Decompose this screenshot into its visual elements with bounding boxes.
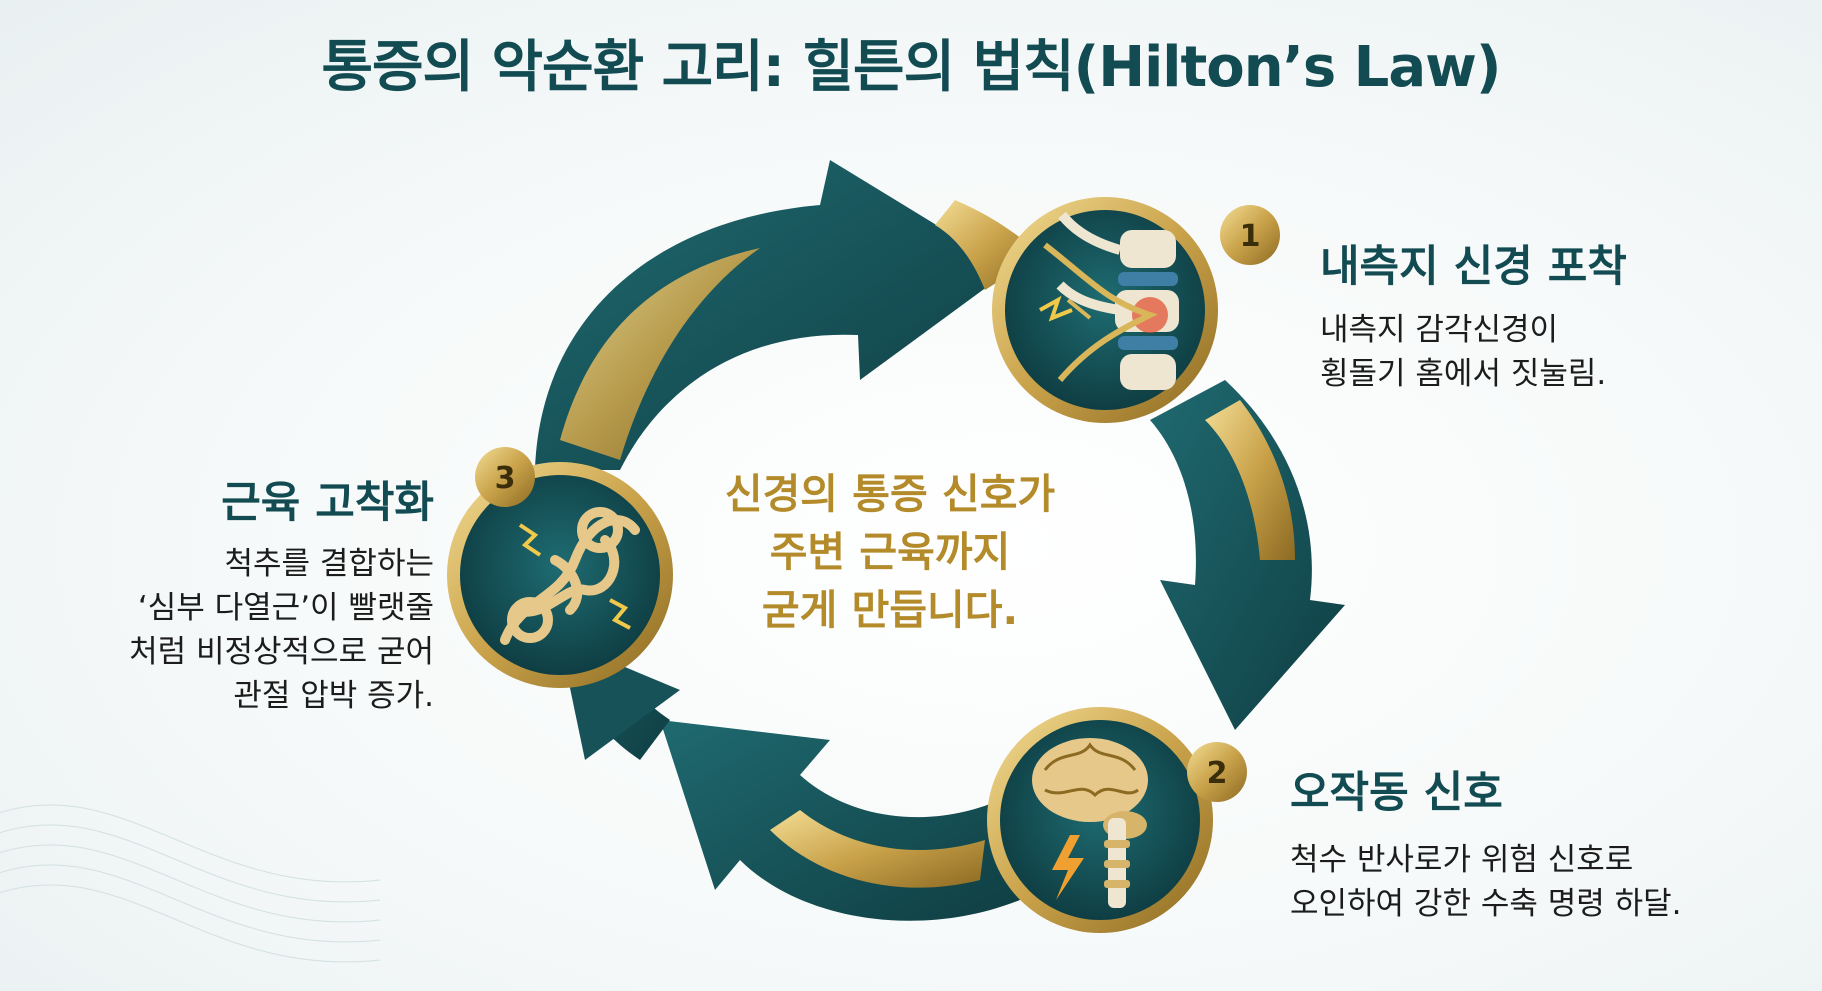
step-2-description: 척수 반사로가 위험 신호로 오인하여 강한 수축 명령 하달. [1290, 838, 1682, 926]
step-2-disc: 2 [987, 707, 1247, 933]
step-2-description-line-2: 오인하여 강한 수축 명령 하달. [1290, 886, 1682, 922]
step-1-description: 내측지 감각신경이 횡돌기 홈에서 짓눌림. [1320, 308, 1606, 396]
arrow-1-to-2 [1150, 380, 1345, 730]
step-3-description-line-2: ‘심부 다열근’이 빨랫줄 [137, 590, 434, 626]
step-3-disc: 3 [447, 447, 673, 688]
center-message-line-2: 주변 근육까지 [769, 528, 1011, 576]
step-1-number: 1 [1240, 219, 1261, 254]
step-1-disc: 1 [992, 197, 1280, 423]
step-1-description-line-2: 횡돌기 홈에서 짓눌림. [1320, 356, 1607, 392]
step-3-description-line-3: 처럼 비정상적으로 굳어 [129, 634, 434, 670]
step-3-description-line-4: 관절 압박 증가. [233, 678, 434, 714]
step-3-description-line-1: 척추를 결합하는 [224, 546, 435, 582]
spine-nerve-icon [1039, 211, 1179, 390]
knotted-rope-icon [500, 507, 640, 645]
brain-spinal-cord-icon [1032, 738, 1148, 908]
step-2-number: 2 [1207, 756, 1228, 791]
step-3-label: 근육 고착화 [221, 478, 434, 528]
arrow-3-to-1 [535, 160, 1040, 470]
center-message-line-3: 굳게 만듭니다. [761, 586, 1019, 634]
step-2-description-line-1: 척수 반사로가 위험 신호로 [1290, 842, 1634, 878]
step-1-description-line-1: 내측지 감각신경이 [1320, 312, 1559, 348]
center-message: 신경의 통증 신호가 주변 근육까지 굳게 만듭니다. [640, 465, 1140, 639]
step-1-label: 내측지 신경 포착 [1320, 242, 1627, 292]
step-3-description: 척추를 결합하는 ‘심부 다열근’이 빨랫줄 처럼 비정상적으로 굳어 관절 압… [129, 542, 434, 718]
step-2-label: 오작동 신호 [1290, 768, 1503, 818]
center-message-line-1: 신경의 통증 신호가 [724, 470, 1056, 518]
page-title: 통증의 악순환 고리: 힐튼의 법칙(Hilton’s Law) [321, 35, 1501, 100]
step-3-number: 3 [495, 461, 516, 496]
